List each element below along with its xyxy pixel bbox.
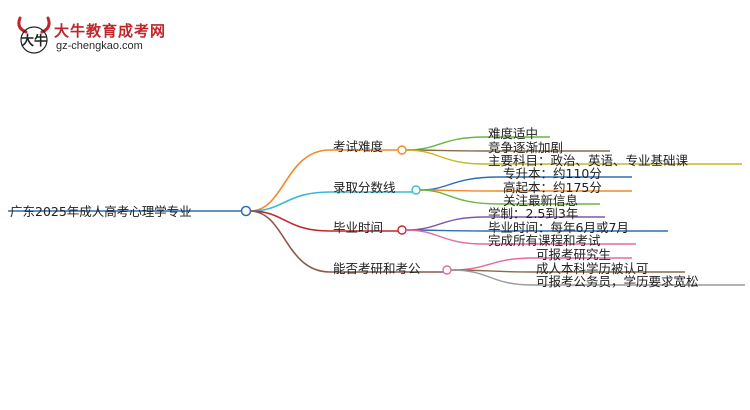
leaf-graduation-month: 毕业时间：每年6月或7月 xyxy=(488,220,629,235)
brand-url[interactable]: gz-chengkao.com xyxy=(56,40,143,52)
branch-1-curve xyxy=(249,149,331,212)
leaf-4-3-curve xyxy=(450,269,534,286)
leaf-follow-news: 关注最新信息 xyxy=(503,193,579,208)
leaf-3-3-curve xyxy=(405,229,486,245)
branch-label-graduation-time: 毕业时间 xyxy=(333,220,384,235)
branch-2-dot xyxy=(411,185,421,195)
brand-logo[interactable]: 大牛 xyxy=(14,14,164,58)
leaf-civil-service-eligible: 可报考公务员，学历要求宽松 xyxy=(536,274,699,289)
leaf-complete-courses: 完成所有课程和考试 xyxy=(488,233,601,248)
leaf-upgrade-score: 专升本：约110分 xyxy=(503,166,602,181)
leaf-competition-increasing: 竞争逐渐加剧 xyxy=(488,140,564,155)
branch-4-dot xyxy=(442,265,452,275)
leaf-4-1-curve xyxy=(450,257,534,271)
leaf-difficulty-moderate: 难度适中 xyxy=(488,126,539,141)
mindmap-root: 广东2025年成人高考心理学专业 xyxy=(10,204,192,219)
brand-name: 大牛教育成考网 xyxy=(54,22,167,40)
branch-label-exam-difficulty: 考试难度 xyxy=(333,139,384,154)
bull-logo-icon: 大牛 xyxy=(17,16,51,54)
root-node-dot xyxy=(240,205,252,217)
leaf-1-3-curve xyxy=(405,149,486,165)
leaf-1-1-curve xyxy=(405,136,486,151)
branch-3-curve xyxy=(249,210,331,232)
branch-2-curve xyxy=(249,191,331,212)
branch-3-dot xyxy=(397,225,407,235)
leaf-2-1-curve xyxy=(419,176,501,191)
leaf-main-subjects: 主要科目：政治、英语、专业基础课 xyxy=(488,153,689,168)
leaf-highschool-score: 高起本：约175分 xyxy=(503,180,602,195)
branch-label-postgrad-civil-service: 能否考研和考公 xyxy=(333,261,421,276)
logo-glyphs: 大牛 xyxy=(21,33,47,49)
branch-1-dot xyxy=(397,145,407,155)
branch-4-curve xyxy=(249,210,331,273)
leaf-2-3-curve xyxy=(419,189,501,205)
branch-label-admission-score: 录取分数线 xyxy=(333,180,396,195)
leaf-study-duration: 学制：2.5到3年 xyxy=(488,206,579,221)
leaf-postgrad-eligible: 可报考研究生 xyxy=(536,247,612,262)
leaf-degree-recognized: 成人本科学历被认可 xyxy=(536,261,649,276)
leaf-3-1-curve xyxy=(405,216,486,231)
